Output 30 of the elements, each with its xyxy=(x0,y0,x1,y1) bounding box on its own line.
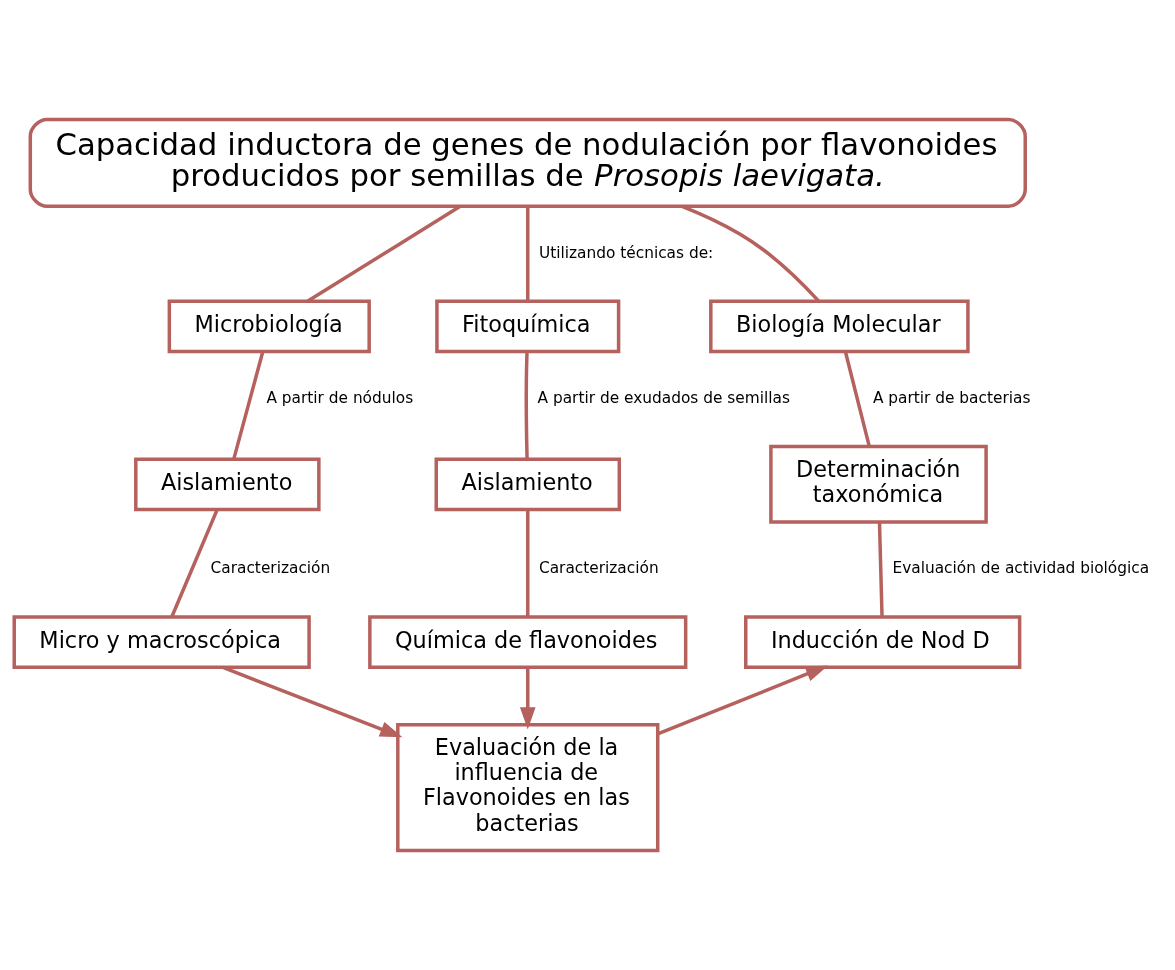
arrow xyxy=(222,665,403,738)
connector xyxy=(877,522,884,617)
node-box: Inducción de Nod D xyxy=(744,615,1022,670)
connector xyxy=(306,205,461,303)
node-box: Aislamiento xyxy=(434,457,622,512)
arrow xyxy=(657,665,829,736)
edge-label: Evaluación de actividad biológica xyxy=(892,559,1150,578)
node-box: Fitoquímica xyxy=(435,299,621,354)
node-box: Biología Molecular xyxy=(709,299,970,354)
edge-label: Utilizando técnicas de: xyxy=(538,243,714,262)
edge-label: A partir de bacterias xyxy=(872,388,1031,407)
node-box: Aislamiento xyxy=(134,457,321,512)
node-box: Micro y macroscópica xyxy=(12,615,311,670)
connector xyxy=(524,351,529,460)
edge-label: Caracterización xyxy=(210,559,331,578)
connector xyxy=(170,509,219,618)
connector xyxy=(526,206,530,301)
node-box: Determinación taxonómica xyxy=(769,444,988,524)
connector xyxy=(232,351,265,460)
connector xyxy=(526,509,530,617)
edge-label: A partir de nódulos xyxy=(266,388,414,407)
connector xyxy=(681,204,820,303)
edge-label: A partir de exudados de semillas xyxy=(537,388,790,407)
node-box: Microbiología xyxy=(167,299,371,354)
node-box: Evaluación de la influencia de Flavonoides en las bacterias xyxy=(396,722,660,853)
connector xyxy=(843,351,871,447)
node-box: Capacidad inductora de genes de nodulación por flavonoides producidos por semillas de Prosopis laevigata. xyxy=(28,117,1027,208)
edge-label: Caracterización xyxy=(538,559,659,578)
node-box: Química de flavonoides xyxy=(368,615,688,670)
arrow xyxy=(519,667,536,730)
